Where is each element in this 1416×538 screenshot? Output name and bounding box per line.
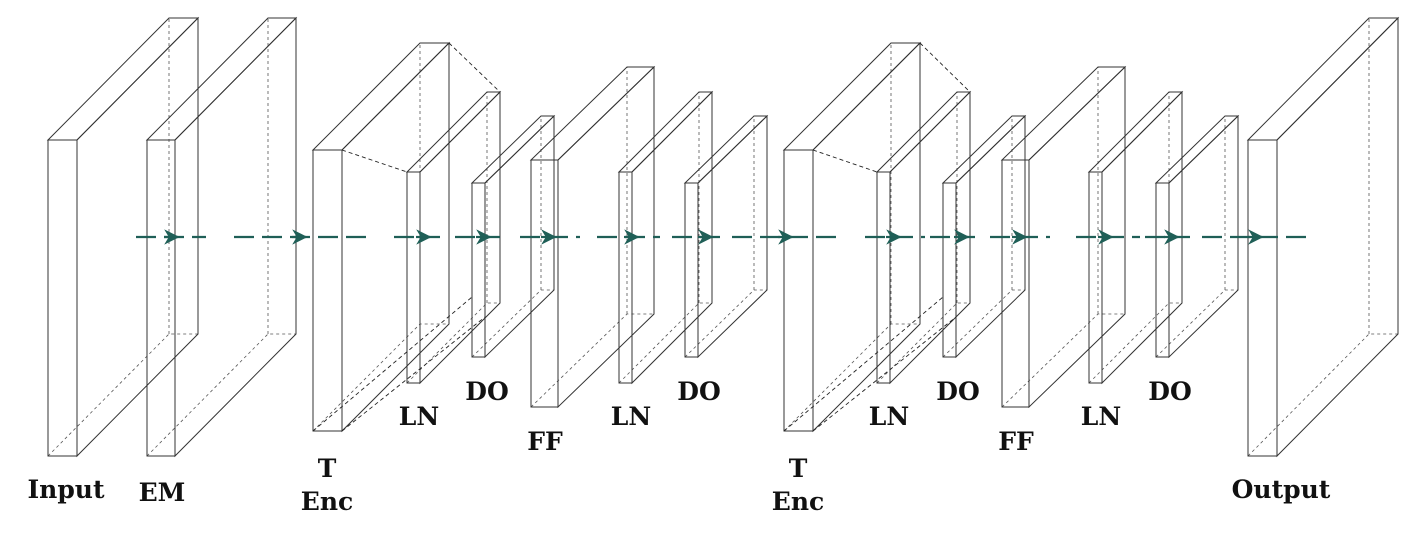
encoder1-box-front-face <box>312 149 343 432</box>
encoder2-connector <box>783 42 971 432</box>
label-input: Input <box>27 475 105 504</box>
layernorm2-box-front-face <box>618 171 633 384</box>
layernorm3-box-front-face <box>876 171 891 384</box>
output-layer-box-top-face <box>1246 17 1400 141</box>
layernorm4-box-front-face <box>1088 171 1103 384</box>
layernorm1-box-front-face <box>406 171 421 384</box>
input-layer-box-top-face <box>46 17 200 141</box>
input-layer-box-front-face <box>47 139 78 457</box>
label-do3: DO <box>936 377 979 406</box>
dropout2-box-front-face <box>684 182 699 358</box>
label-ln1: LN <box>399 402 439 431</box>
layernorm1-box-top-face <box>405 91 502 173</box>
label-ff2: FF <box>998 427 1034 456</box>
dropout3-box <box>941 114 1027 359</box>
dropout4-box-front-face <box>1155 182 1170 358</box>
label-ln4: LN <box>1081 402 1121 431</box>
label-do4: DO <box>1148 377 1191 406</box>
layer-labels: Input EM T Enc LN DO FF LN DO T Enc LN D… <box>27 377 1330 516</box>
layernorm4-box <box>1087 90 1184 385</box>
label-do2: DO <box>677 377 720 406</box>
feedforward1-box-front-face <box>530 159 559 408</box>
encoder2-box-front-face <box>783 149 814 432</box>
encoder-connectors <box>312 42 971 432</box>
embedding-box <box>145 16 298 458</box>
feedforward2-box-front-face <box>1001 159 1030 408</box>
layernorm2-box-top-face <box>617 91 714 173</box>
feedforward1-box-top-face <box>529 66 656 161</box>
layernorm2-box <box>617 90 714 385</box>
output-layer-box <box>1246 16 1400 458</box>
label-do1: DO <box>465 377 508 406</box>
layernorm4-box-top-face <box>1087 91 1184 173</box>
encoder1-box-top-face <box>311 42 451 151</box>
label-enc1-line1: T <box>318 454 337 483</box>
input-layer-box <box>46 16 200 458</box>
dropout2-box-top-face <box>683 115 769 184</box>
dropout1-box <box>470 114 556 359</box>
feedforward2-box <box>1000 65 1127 409</box>
label-enc2-line2: Enc <box>772 487 824 516</box>
label-em: EM <box>139 478 186 507</box>
encoder2-box-top-face <box>782 42 922 151</box>
encoder1-connector <box>312 42 501 432</box>
output-layer-box-front-face <box>1247 139 1278 457</box>
label-ln2: LN <box>611 402 651 431</box>
embedding-box-front-face <box>146 139 176 457</box>
label-enc1-line2: Enc <box>301 487 353 516</box>
dropout3-box-front-face <box>942 182 957 358</box>
label-ff1: FF <box>527 427 563 456</box>
label-output: Output <box>1232 475 1331 504</box>
label-enc2-line1: T <box>789 454 808 483</box>
feedforward2-box-top-face <box>1000 66 1127 161</box>
dropout4-box-top-face <box>1154 115 1240 184</box>
dropout4-box <box>1154 114 1240 359</box>
feedforward1-box <box>529 65 656 409</box>
dropout1-box-front-face <box>471 182 486 358</box>
label-ln3: LN <box>869 402 909 431</box>
dropout2-box <box>683 114 769 359</box>
